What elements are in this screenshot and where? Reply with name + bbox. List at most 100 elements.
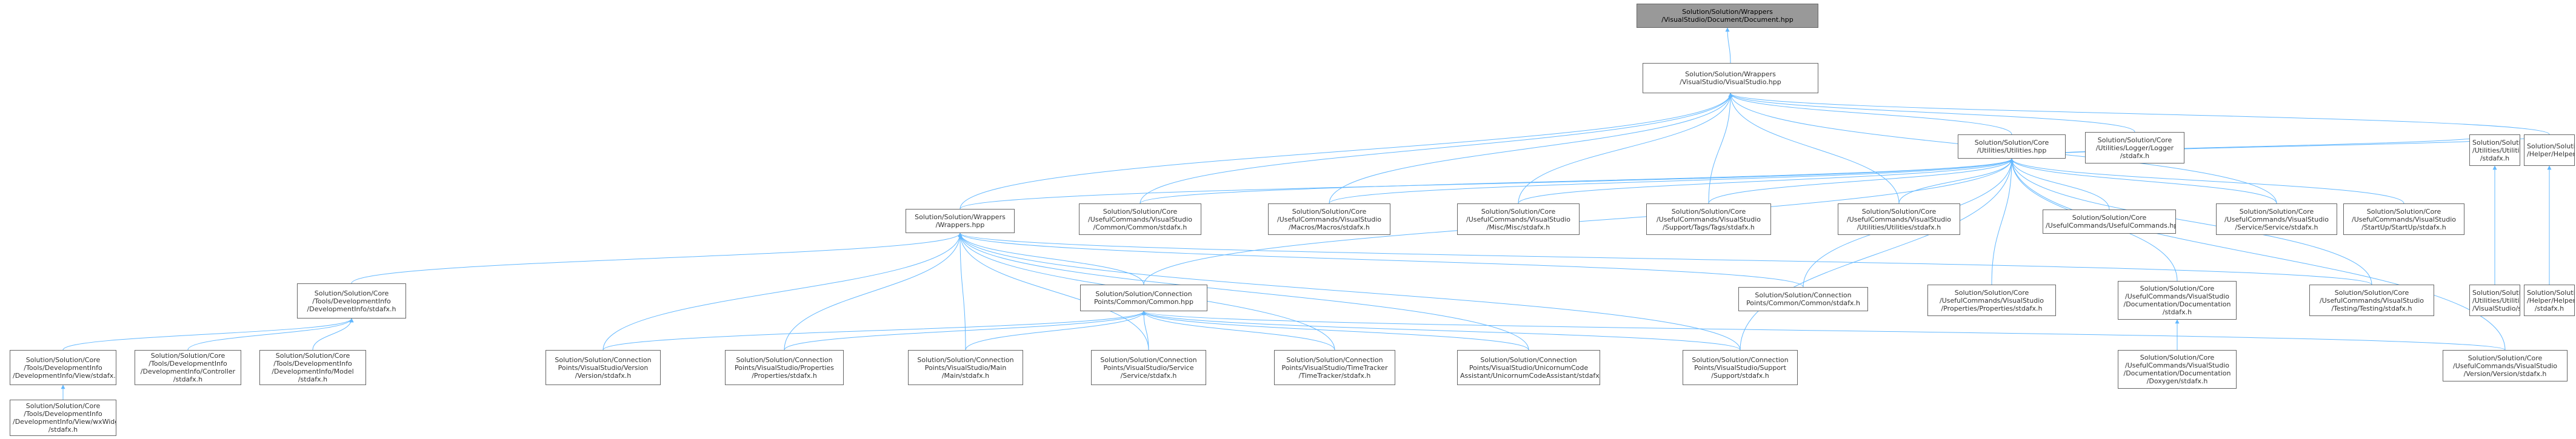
node-label-line: Solution/Solution/Core <box>1954 288 2029 297</box>
node-label-line: /Service/Service/stdafx.h <box>2235 223 2318 231</box>
node-label-line: /Testing/Testing/stdafx.h <box>2331 304 2412 312</box>
node-label-line: /Common/Common/stdafx.h <box>1093 223 1187 231</box>
edge-conn-support-to-wrappers <box>958 233 1741 351</box>
edge-conn-unicorn-to-wrappers <box>958 233 1529 351</box>
node-label-line: /StartUp/StartUp/stdafx.h <box>2361 223 2446 231</box>
graph-node-wrappers[interactable]: Solution/Solution/Wrappers/Wrappers.hpp <box>906 209 1015 233</box>
node-label-line: /Properties/stdafx.h <box>752 371 817 380</box>
edge-conn-version-to-wrappers <box>602 233 963 351</box>
edge-utilities-to-visualstudio <box>1728 93 2012 135</box>
node-label-line: Solution/Solution/Core <box>2366 207 2441 216</box>
node-label-line: /UsefulCommands/VisualStudio <box>1939 296 2044 305</box>
node-label-line: /TimeTracker/stdafx.h <box>1298 371 1371 380</box>
node-label-line: /UsefulCommands/VisualStudio <box>1087 215 1192 223</box>
node-label-line: /stdafx.h <box>173 375 203 383</box>
node-label-line: /Utilities/Logger/Logger <box>2095 144 2174 152</box>
node-label-line: /VisualStudio/VisualStudio.hpp <box>1680 78 1781 86</box>
node-label-line: /DevelopmentInfo/Model <box>272 368 354 375</box>
edge-uc-misc-to-utilities <box>1518 158 2014 204</box>
node-label-line: Assistant/UnicornumCodeAssistant/stdafx.… <box>1460 371 1600 380</box>
node-label-line: /Doxygen/stdafx.h <box>2146 377 2208 385</box>
graph-node-devinfo[interactable]: Solution/Solution/Core/Tools/Development… <box>297 283 406 319</box>
node-label-line: /Version/Version/stdafx.h <box>2463 369 2547 378</box>
graph-node-uc-macros[interactable]: Solution/Solution/Core/UsefulCommands/Vi… <box>1268 203 1390 235</box>
edge-conn-main-to-conn-common-hpp <box>965 311 1146 351</box>
graph-node-uc-startup[interactable]: Solution/Solution/Core/UsefulCommands/Vi… <box>2343 203 2464 235</box>
edge-uc-support-tags-to-visualstudio <box>1708 93 1733 204</box>
node-label-line: /Utilities/Utilities/Utilities <box>2472 296 2520 305</box>
edge-conn-unicorn-to-conn-common-hpp <box>1141 311 1529 351</box>
node-label-line: /Helper/Helper/stdafx.h <box>2527 150 2575 158</box>
edge-uc-startup-to-utilities <box>2009 158 2404 204</box>
node-label-line: Points/VisualStudio/Properties <box>735 363 834 372</box>
node-label-line: Solution/Solution/Core <box>2239 207 2314 216</box>
graph-node-util-vs-stdafx[interactable]: Solution/Solution/Core/Utilities/Utiliti… <box>2469 285 2520 316</box>
node-label-line: Points/VisualStudio/TimeTracker <box>1281 363 1388 372</box>
edge-uc-macros-to-utilities <box>1329 158 2014 204</box>
node-label-line: Solution/Solution/Connection <box>1095 290 1192 298</box>
graph-node-uc-support-tags[interactable]: Solution/Solution/Core/UsefulCommands/Vi… <box>1646 203 1771 235</box>
edge-uc-misc-to-visualstudio <box>1518 93 1733 204</box>
graph-node-util-stdafx[interactable]: Solution/Solution/Core/Utilities/Utiliti… <box>2469 134 2520 166</box>
node-label-line: Points/Common/Common.hpp <box>1094 298 1193 306</box>
edge-util-stdafx-to-utilities <box>2009 134 2495 159</box>
graph-node-uc-service[interactable]: Solution/Solution/Core/UsefulCommands/Vi… <box>2216 203 2337 235</box>
node-label-line: /Utilities/Utilities/stdafx.h <box>1857 223 1941 231</box>
graph-node-uc-doxygen[interactable]: Solution/Solution/Core/UsefulCommands/Vi… <box>2118 350 2237 389</box>
graph-node-devinfo-view[interactable]: Solution/Solution/Core/Tools/Development… <box>10 350 116 385</box>
graph-node-document[interactable]: Solution/Solution/Wrappers/VisualStudio/… <box>1637 4 1818 28</box>
node-label-line: /stdafx.h <box>2480 154 2510 162</box>
node-label-line: Solution/Solution/Core <box>275 352 350 360</box>
graph-node-utilities[interactable]: Solution/Solution/Core/Utilities/Utiliti… <box>1958 134 2066 159</box>
node-label-line: Solution/Solution/Connection <box>917 355 1014 364</box>
edge-wrappers-to-utilities <box>959 158 2014 210</box>
edge-conn-support-to-utilities <box>1740 158 2014 351</box>
node-label-line: Solution/Solution/Core <box>1103 207 1178 216</box>
edge-conn-properties-to-wrappers <box>784 233 963 351</box>
graph-node-visualstudio[interactable]: Solution/Solution/Wrappers/VisualStudio/… <box>1643 63 1818 93</box>
node-label-line: /DevelopmentInfo/View/wxWidgets <box>13 418 116 426</box>
node-label-line: Solution/Solution/Core <box>1861 207 1937 216</box>
graph-node-helper[interactable]: Solution/Solution/Wrappers/Helper/Helper… <box>2524 134 2575 166</box>
graph-node-uc-testing[interactable]: Solution/Solution/Core/UsefulCommands/Vi… <box>2309 285 2434 316</box>
node-label-line: /VisualStudio/Document/Document.hpp <box>1661 16 1794 24</box>
node-label-line: Points/VisualStudio/Support <box>1694 363 1786 372</box>
node-label-line: /Tools/DevelopmentInfo <box>148 360 227 368</box>
node-label-line: /UsefulCommands/VisualStudio <box>2452 361 2557 370</box>
graph-node-helper-vs[interactable]: Solution/Solution/Wrappers/Helper/Helper… <box>2524 285 2575 316</box>
graph-node-uc-utilities[interactable]: Solution/Solution/Core/UsefulCommands/Vi… <box>1838 203 1960 235</box>
edge-uc-testing-to-wrappers <box>958 233 2372 285</box>
node-label-line: Points/VisualStudio/Main <box>924 363 1007 372</box>
graph-node-devinfo-controller[interactable]: Solution/Solution/Core/Tools/Development… <box>135 350 241 385</box>
graph-node-logger[interactable]: Solution/Solution/Core/Utilities/Logger/… <box>2085 132 2184 163</box>
node-label-line: Solution/Solution/Connection <box>1286 355 1383 364</box>
node-label-line: /UsefulCommands/VisualStudio <box>1466 215 1570 223</box>
node-label-line: Solution/Solution/Connection <box>736 355 833 364</box>
graph-node-devinfo-model[interactable]: Solution/Solution/Core/Tools/Development… <box>259 350 366 385</box>
graph-node-devinfo-wx[interactable]: Solution/Solution/Core/Tools/Development… <box>10 400 116 436</box>
edge-helper-to-visualstudio <box>1728 93 2550 135</box>
graph-node-uc-common[interactable]: Solution/Solution/Core/UsefulCommands/Vi… <box>1079 203 1201 235</box>
node-label-line: Solution/Solution/Core <box>2472 138 2520 147</box>
graph-node-uc-misc[interactable]: Solution/Solution/Core/UsefulCommands/Vi… <box>1457 203 1580 235</box>
node-label-line: Solution/Solution/Wrappers <box>2527 142 2574 150</box>
graph-node-uc-documentation[interactable]: Solution/Solution/Core/UsefulCommands/Vi… <box>2118 281 2237 320</box>
node-label-line: Points/Common/Common/stdafx.h <box>1746 299 1860 307</box>
node-label-line: /Tools/DevelopmentInfo <box>24 410 102 418</box>
node-label-line: /DevelopmentInfo/Controller <box>140 368 236 375</box>
node-label-line: /UsefulCommands/VisualStudio <box>1846 215 1951 223</box>
graph-node-usefulcommands[interactable]: Solution/Solution/Core/UsefulCommands/Us… <box>2043 210 2176 234</box>
graph-node-uc-version[interactable]: Solution/Solution/Core/UsefulCommands/Vi… <box>2443 350 2568 381</box>
graph-node-uc-properties[interactable]: Solution/Solution/Core/UsefulCommands/Vi… <box>1927 285 2056 316</box>
edge-conn-service-to-conn-common-hpp <box>1141 311 1149 351</box>
